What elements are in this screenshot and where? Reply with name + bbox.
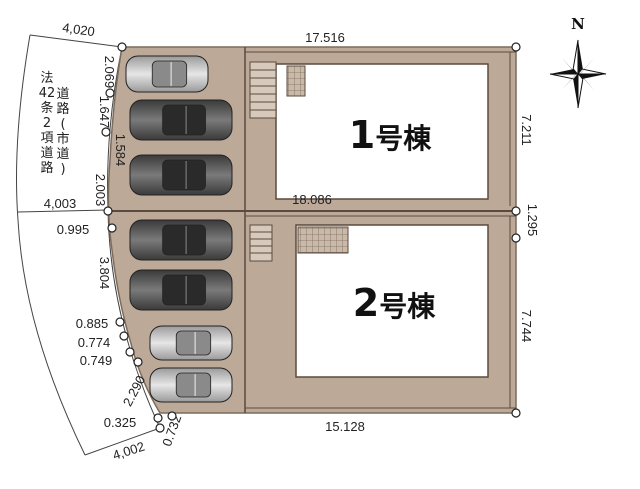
road-label-char: 路: [40, 160, 53, 176]
car-icon: [129, 154, 233, 196]
dim-left-0995: 0.995: [57, 222, 90, 237]
dim-top-width: 17.516: [305, 30, 345, 45]
road-label-char: 道: [56, 87, 69, 102]
survey-points: [101, 42, 521, 433]
building-1-number: 1: [349, 113, 375, 157]
survey-point: [115, 317, 125, 327]
dim-divider: 18.086: [292, 192, 332, 207]
dim-right-upper: 7.211: [519, 114, 534, 146]
building-2-label: 2号棟: [353, 281, 436, 325]
road-edge-left: [16, 34, 86, 456]
survey-point: [119, 331, 129, 341]
survey-point: [167, 411, 177, 421]
survey-point: [153, 413, 163, 423]
dim-left-1584: 1.584: [113, 134, 128, 167]
car-icon: [125, 55, 209, 93]
dim-road-top: 4,020: [61, 20, 95, 39]
road-label-char: 道: [40, 146, 53, 161]
survey-point: [133, 357, 143, 367]
car-icon: [129, 99, 233, 141]
dim-left-2003: 2.003: [93, 174, 108, 207]
survey-point: [511, 408, 521, 418]
dim-left-1647: 1.647: [97, 96, 112, 129]
north-arrow-icon: [549, 39, 607, 109]
survey-point: [511, 42, 521, 52]
dim-left-0325: 0.325: [104, 415, 137, 430]
porch-grid-2: [297, 226, 349, 254]
dim-right-mid: 1.295: [525, 204, 540, 237]
dim-left-0749: 0.749: [80, 353, 113, 368]
dim-left-2069: 2.069: [102, 56, 117, 89]
dim-road-mid: 4,003: [44, 196, 77, 211]
survey-point: [511, 233, 521, 243]
survey-point: [511, 206, 521, 216]
car-icon: [149, 325, 233, 361]
survey-point: [105, 88, 115, 98]
road-label-char: 市: [56, 131, 69, 147]
entrance-steps-1: [249, 61, 277, 119]
road-width-line-bottom: [84, 427, 161, 456]
dim-right-lower: 7.744: [519, 310, 534, 343]
road-label-char: 法: [40, 71, 53, 86]
survey-point: [155, 423, 165, 433]
car-icon: [129, 219, 233, 261]
car-icon: [149, 367, 233, 403]
building-2-suffix: 号棟: [379, 290, 436, 323]
road-label-char: 道: [56, 147, 69, 162]
road-label-char: (: [60, 117, 65, 132]
dim-left-0885: 0.885: [76, 316, 109, 331]
dim-left-3804: 3.804: [97, 257, 112, 290]
survey-point: [117, 42, 127, 52]
road-width-line-top: [29, 34, 123, 48]
building-1-suffix: 号棟: [375, 122, 432, 155]
car-icon: [129, 269, 233, 311]
dim-road-bottom: 4,002: [111, 439, 147, 463]
survey-point: [107, 223, 117, 233]
parking-area: [125, 55, 233, 403]
entrance-steps-2: [249, 224, 273, 262]
road-label-char: 路: [56, 101, 69, 117]
road-label-char: 項: [40, 131, 53, 146]
dim-left-0774: 0.774: [78, 335, 111, 350]
building-1: [275, 63, 489, 200]
survey-point: [101, 127, 111, 137]
road-label-char: 2: [43, 116, 51, 131]
building-2: [295, 224, 489, 378]
road-label-char: ): [60, 162, 65, 177]
building-1-label: 1号棟: [349, 113, 432, 157]
survey-point: [125, 347, 135, 357]
road-label-char: 42: [39, 86, 56, 101]
road-label-char: 条: [40, 100, 53, 116]
porch-grid-1: [286, 65, 306, 97]
road-width-line-mid: [17, 209, 109, 213]
dim-bottom-width: 15.128: [325, 419, 365, 434]
compass-label: N: [571, 15, 585, 33]
building-2-number: 2: [353, 281, 379, 325]
survey-point: [103, 206, 113, 216]
